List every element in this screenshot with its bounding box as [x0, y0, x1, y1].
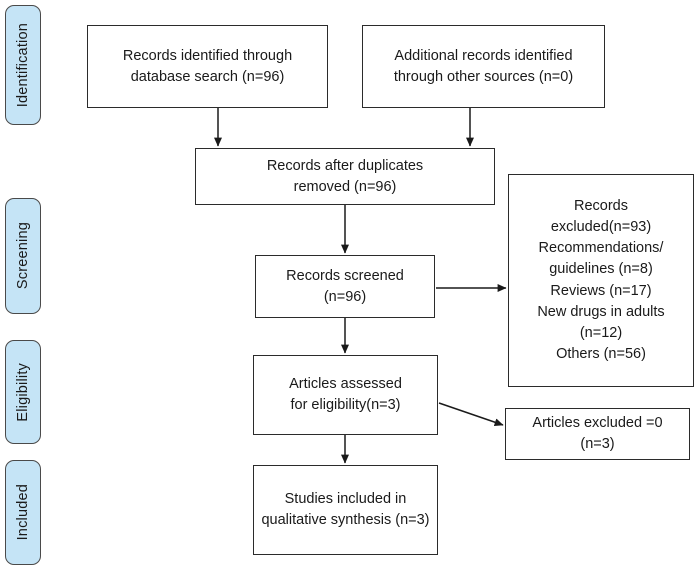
box-records-after-duplicates-removed-text: Records after duplicates removed (n=96): [266, 157, 424, 195]
stage-tab-screening: Screening: [5, 198, 41, 314]
box-records-identified-database-text: Records identified through database sear…: [122, 47, 293, 85]
box-articles-assessed-eligibility-text: Articles assessed for eligibility(n=3): [289, 376, 402, 413]
box-studies-included-qualitative-text: Studies included in qualitative synthesi…: [261, 491, 430, 528]
stage-label-identification: Identification: [14, 22, 31, 108]
box-records-excluded-text: Records excluded(n=93) Recommendations/ …: [537, 198, 665, 362]
box-records-excluded: Records excluded(n=93) Recommendations/ …: [508, 174, 694, 387]
box-articles-excluded-text: Articles excluded =0 (n=3): [532, 415, 663, 452]
box-articles-excluded: Articles excluded =0 (n=3): [505, 408, 690, 460]
box-studies-included-qualitative: Studies included in qualitative synthesi…: [253, 465, 438, 555]
box-records-after-duplicates-removed: Records after duplicates removed (n=96): [195, 148, 495, 205]
stage-tab-identification: Identification: [5, 5, 41, 125]
box-records-screened-text: Records screened (n=96): [286, 267, 404, 305]
stage-label-eligibility: Eligibility: [14, 362, 31, 422]
box-records-screened: Records screened (n=96): [255, 255, 435, 318]
arrow-eligibility-to-articles-excluded: [438, 402, 504, 427]
box-articles-assessed-eligibility: Articles assessed for eligibility(n=3): [253, 355, 438, 435]
stage-tab-included: Included: [5, 460, 41, 565]
stage-tab-eligibility: Eligibility: [5, 340, 41, 444]
stage-label-included: Included: [14, 484, 31, 541]
box-records-identified-database: Records identified through database sear…: [87, 25, 328, 108]
stage-label-screening: Screening: [14, 222, 31, 290]
box-additional-records-other-sources: Additional records identified through ot…: [362, 25, 605, 108]
box-additional-records-other-sources-text: Additional records identified through ot…: [393, 47, 574, 85]
